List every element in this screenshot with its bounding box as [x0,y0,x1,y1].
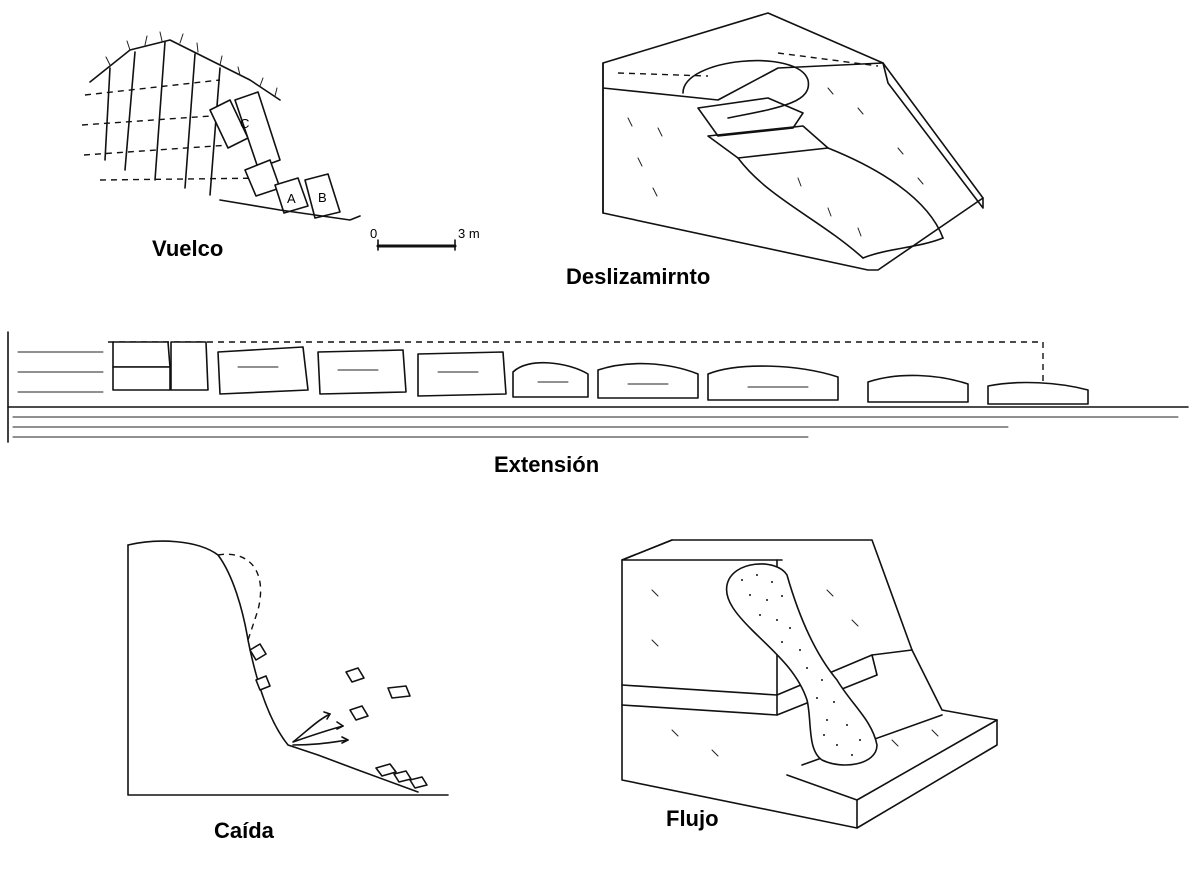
fall-diagram [118,530,458,805]
rockfall-sketch [118,530,458,805]
caption-vuelco: Vuelco [152,236,223,262]
slide-diagram [598,8,988,273]
earthflow-sketch [612,530,1004,830]
flow-diagram [612,530,1004,830]
caption-caida: Caída [214,818,274,844]
block-label-c: C [240,116,249,131]
scale-start-label: 0 [370,226,377,241]
caption-extension: Extensión [494,452,599,478]
slide-block-sketch [598,8,988,273]
block-label-b: B [318,190,327,205]
lateral-spread-sketch [8,322,1188,447]
spread-diagram [8,322,1188,447]
block-label-a: A [287,191,296,206]
toppling-diagram: C A B [70,20,370,230]
caption-flujo: Flujo [666,806,719,832]
caption-deslizamiento: Deslizamirnto [566,264,710,290]
scale-bar: 0 3 m [360,222,500,262]
scale-end-label: 3 m [458,226,480,241]
toppling-sketch: C A B [70,20,370,230]
